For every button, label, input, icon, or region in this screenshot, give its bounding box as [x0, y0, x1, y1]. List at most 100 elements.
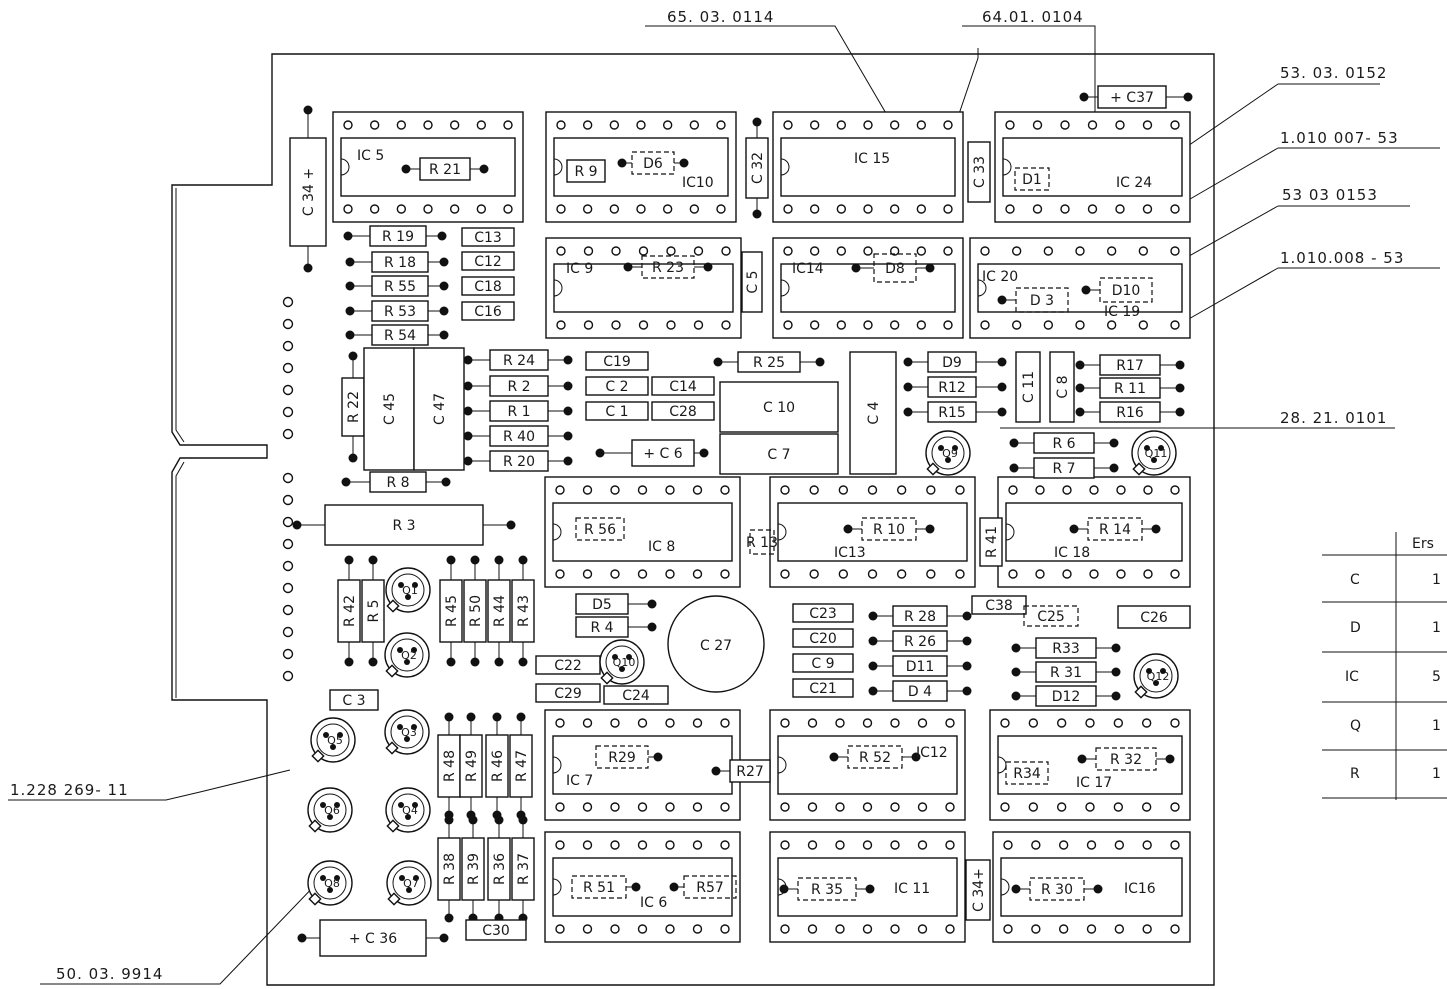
pin-pad [665, 802, 675, 812]
pin-pad [556, 120, 566, 130]
component-label: R 31 [1050, 665, 1082, 681]
pin-pad [916, 320, 927, 330]
pin-pad [637, 802, 648, 812]
solder-pad [865, 884, 875, 894]
pin-pad [807, 802, 818, 812]
pin-pad [720, 485, 730, 495]
pin-pad [867, 569, 878, 579]
transistor-tab [386, 819, 400, 833]
pn-530152-label: 53. 03. 0152 [1280, 64, 1387, 82]
solder-pad [903, 357, 913, 367]
pin-pad [780, 840, 790, 850]
component-body [792, 678, 854, 698]
pin-pad [780, 924, 790, 934]
pin-pad [1003, 840, 1013, 850]
ic12-label: IC12 [916, 745, 948, 761]
component-c7: C 7 [719, 433, 839, 475]
solder-pad [868, 661, 878, 671]
component-c14: C14 [651, 376, 715, 396]
component-body [1117, 605, 1191, 629]
pin-pad [980, 320, 990, 330]
pin-pad [917, 802, 928, 812]
pin-pad [1056, 802, 1067, 812]
edge-pad [282, 296, 294, 308]
pin-pad [917, 840, 928, 850]
component-r20: R 20 [463, 450, 573, 472]
pin-pad [1035, 569, 1045, 579]
pin-pad [835, 802, 845, 812]
pin-pad [926, 569, 936, 579]
solder-pad [1075, 407, 1085, 417]
solder-pad [494, 555, 504, 565]
transistor-pin [337, 732, 343, 738]
component-r12: R12 [903, 376, 1007, 398]
component-r6: R 6 [1009, 432, 1119, 454]
component-label: R 48 [442, 750, 458, 782]
ic10-label: IC10 [682, 175, 714, 191]
transistor-pin [327, 887, 333, 893]
ic14-socket-notch [780, 279, 790, 297]
solder-pad [868, 686, 878, 696]
pin-pad [720, 840, 730, 850]
component-r28: R 28 [868, 605, 972, 627]
component-label: D8 [885, 261, 905, 277]
ic5-label: IC 5 [357, 148, 384, 164]
pin-pad [836, 120, 847, 130]
component-body [337, 579, 361, 643]
pin-pad [721, 320, 731, 330]
component-body [967, 141, 991, 203]
component-label: C 7 [767, 447, 790, 463]
edge-pad [282, 560, 294, 572]
transistor-inner [1137, 436, 1171, 470]
ic12-socket [769, 709, 966, 821]
pin-pad [423, 204, 433, 214]
ic11-socket-body [777, 857, 958, 917]
pin-pad [917, 718, 928, 728]
transistor-label: Q11 [1145, 447, 1168, 460]
component-label: R 41 [984, 526, 1000, 558]
component-body [461, 276, 515, 296]
solder-pad [344, 555, 354, 565]
solder-pad [439, 933, 449, 943]
component-body [1097, 85, 1167, 109]
pin-pad [665, 924, 675, 934]
solder-pad [779, 884, 789, 894]
component-d6: D6 [617, 151, 689, 175]
pin-pad [662, 120, 673, 130]
component-label: R12 [938, 380, 966, 396]
pin-pad [636, 120, 646, 130]
solder-pad [595, 448, 605, 458]
component-label: R 36 [492, 853, 508, 885]
pn-530153-label: 53 03 0153 [1282, 186, 1378, 204]
ic18-socket-notch [1005, 523, 1015, 541]
ic16-socket-body [1000, 857, 1183, 917]
pin-pad [1043, 320, 1054, 330]
component-label: R 25 [753, 355, 785, 371]
pin-pad [1003, 924, 1013, 934]
ic9-socket [545, 237, 742, 339]
component-body [371, 324, 429, 346]
pin-pad [809, 246, 820, 256]
table-header: Ers [1412, 536, 1434, 552]
pin-pad [610, 485, 620, 495]
pin-pad [1035, 485, 1045, 495]
component-c26: C26 [1117, 605, 1191, 629]
solder-pad [439, 281, 449, 291]
component-d10: D10 [1081, 277, 1153, 303]
pin-pad [1116, 569, 1126, 579]
transistor-q3: Q3 [384, 709, 430, 755]
component-r26: R 26 [868, 630, 972, 652]
solder-pad [463, 456, 473, 466]
pin-pad [838, 485, 849, 495]
transistor-q7: Q7 [386, 860, 432, 906]
component-r52: R 52 [829, 745, 921, 769]
transistor-label: Q7 [403, 877, 419, 890]
component-label: R 43 [516, 595, 532, 627]
pin-pad [555, 802, 565, 812]
transistor-tab [1134, 685, 1148, 699]
pin-pad [449, 120, 460, 130]
pin-pad [955, 485, 965, 495]
pin-pad [780, 718, 790, 728]
pin-pad [890, 840, 900, 850]
pin-pad [555, 840, 565, 850]
